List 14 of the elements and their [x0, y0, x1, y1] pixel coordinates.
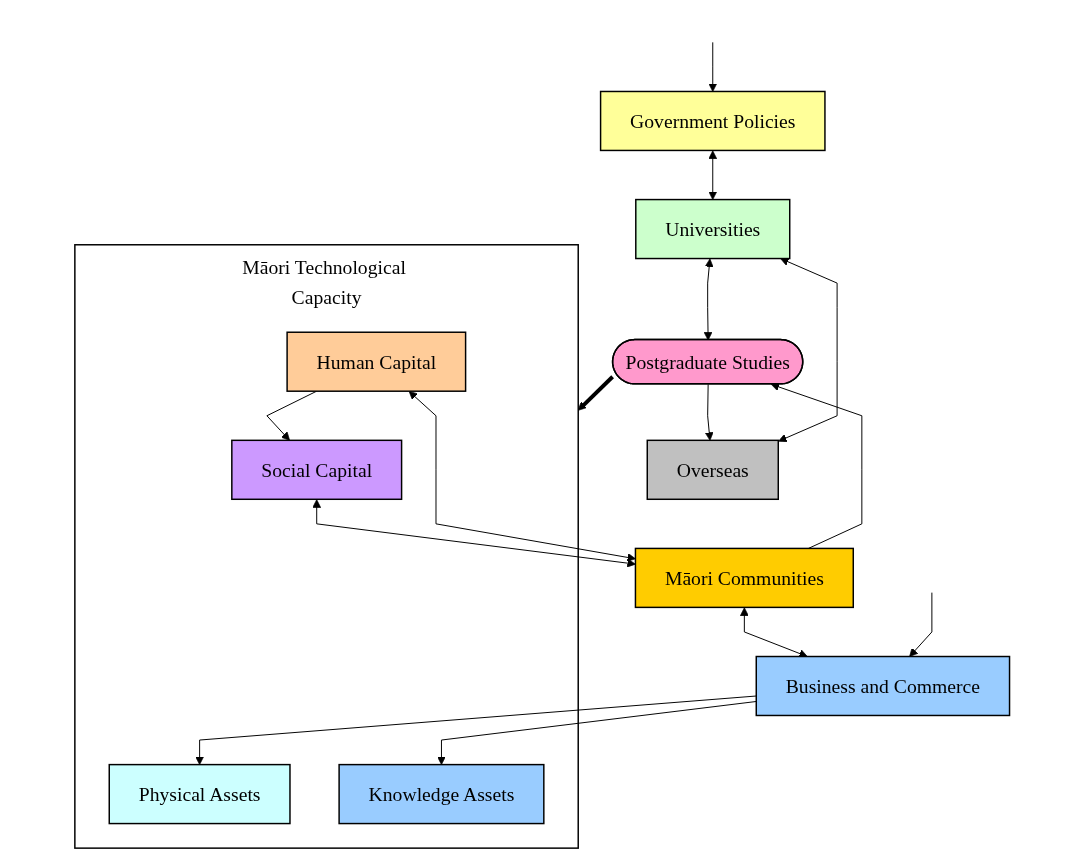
process-box: Overseas: [646, 439, 780, 501]
process-box: Social Capital: [231, 439, 403, 501]
process-box: Business and Commerce: [755, 655, 1011, 717]
arrow: [578, 375, 615, 411]
process-box: Human Capital: [286, 331, 467, 392]
process-box: Knowledge Assets: [338, 763, 545, 825]
process-ellipse: Postgraduate Studies: [612, 338, 804, 385]
arrow: [708, 150, 718, 200]
arrow: [704, 258, 714, 341]
process-box: Government Policies: [600, 90, 826, 152]
arrow: [740, 607, 808, 658]
process-box: Physical Assets: [108, 763, 291, 825]
process-box: Māori Communities: [635, 547, 855, 609]
process-box: Universities: [635, 198, 791, 260]
